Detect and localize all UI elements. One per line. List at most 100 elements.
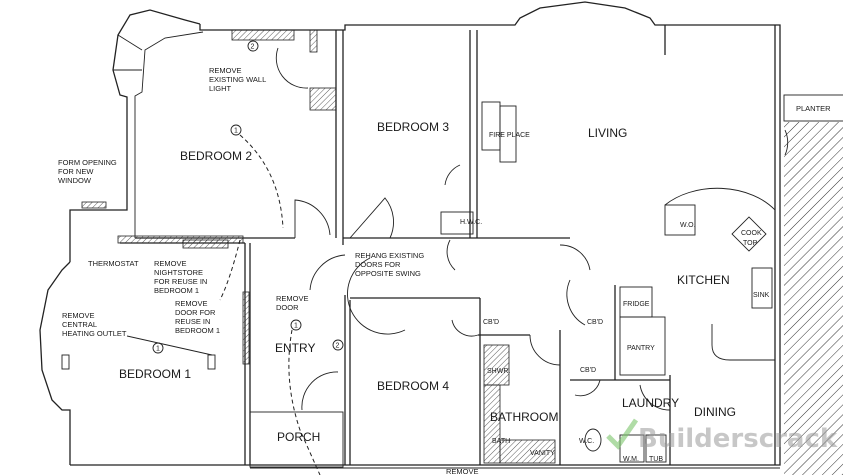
note-remove-door: REMOVE DOOR	[276, 294, 309, 312]
room-label-dining: DINING	[694, 405, 736, 419]
room-label-laundry: LAUNDRY	[622, 396, 679, 410]
label-tub: TUB	[649, 456, 663, 463]
toilet	[584, 428, 602, 452]
room-label-bathroom: BATHROOM	[490, 410, 558, 424]
deck-hatched-area	[784, 122, 843, 475]
vanity	[499, 439, 556, 464]
dashed-line	[219, 239, 241, 301]
svg-text:1: 1	[294, 323, 298, 330]
svg-text:BEDROOM 1: BEDROOM 1	[154, 286, 199, 295]
hatched-wall	[231, 29, 295, 41]
label-fireplace: FIRE PLACE	[489, 132, 530, 139]
note-remove-bottom: REMOVE	[446, 467, 479, 475]
laundry-tub	[645, 434, 667, 463]
note-wall-light: REMOVE EXISTING WALL LIGHT	[209, 66, 266, 93]
svg-text:NIGHTSTORE: NIGHTSTORE	[154, 268, 203, 277]
fireplace	[481, 101, 501, 151]
label-pantry: PANTRY	[627, 345, 655, 352]
label-cbd: CB'D	[483, 319, 499, 326]
svg-text:FOR REUSE IN: FOR REUSE IN	[154, 277, 207, 286]
svg-text:CENTRAL: CENTRAL	[62, 320, 97, 329]
svg-text:1: 1	[156, 346, 160, 353]
exterior-walls	[39, 1, 781, 469]
room-label-living: LIVING	[588, 126, 627, 140]
note-remove-door-reuse: REMOVE DOOR FOR REUSE IN BEDROOM 1	[175, 299, 220, 335]
label-wm: W.M.	[623, 456, 639, 463]
marker-circles: 2 1 1 1 2	[152, 40, 344, 354]
builderscrack-watermark: Builderscrack	[606, 418, 838, 454]
svg-text:LIGHT: LIGHT	[209, 84, 232, 93]
hatched-wall	[309, 29, 318, 53]
svg-text:OPPOSITE SWING: OPPOSITE SWING	[355, 269, 421, 278]
label-cooktop: TOP	[743, 240, 758, 247]
svg-text:2: 2	[251, 44, 255, 51]
hatched-wall	[242, 291, 250, 365]
heating-outlet	[207, 354, 216, 370]
room-label-bedroom-1: BEDROOM 1	[119, 367, 191, 381]
pantry	[619, 316, 666, 376]
svg-text:HEATING OUTLET: HEATING OUTLET	[62, 329, 127, 338]
label-vanity: VANITY	[530, 450, 555, 457]
leader-line	[126, 335, 213, 356]
room-label-bedroom-3: BEDROOM 3	[377, 120, 449, 134]
label-cbd: CB'D	[587, 319, 603, 326]
fireplace-hearth	[499, 105, 517, 163]
porch-steps	[249, 411, 344, 468]
label-wc: W.C.	[579, 438, 594, 445]
label-bath: BATH	[492, 438, 510, 445]
svg-text:REHANG EXISTING: REHANG EXISTING	[355, 251, 424, 260]
note-rehang-doors: REHANG EXISTING DOORS FOR OPPOSITE SWING	[355, 251, 424, 278]
svg-text:REUSE IN: REUSE IN	[175, 317, 210, 326]
hwc-cupboard	[440, 211, 474, 235]
svg-text:FOR NEW: FOR NEW	[58, 167, 94, 176]
dashed-line	[239, 134, 284, 229]
label-fridge: FRIDGE	[623, 301, 650, 308]
planter-box	[783, 94, 843, 122]
svg-text:DOOR: DOOR	[276, 303, 299, 312]
svg-text:REMOVE: REMOVE	[62, 311, 95, 320]
label-cbd: CB'D	[580, 367, 596, 374]
heating-outlet	[61, 354, 70, 370]
hatched-wall	[182, 239, 229, 249]
dashed-line	[288, 329, 321, 475]
svg-text:1: 1	[234, 128, 238, 135]
wall-oven	[664, 204, 696, 236]
bath	[483, 384, 501, 464]
svg-text:REMOVE: REMOVE	[276, 294, 309, 303]
hatched-wall	[81, 201, 107, 209]
svg-text:DOOR FOR: DOOR FOR	[175, 308, 216, 317]
label-shower: SHWR.	[487, 368, 510, 375]
label-hwc: H.W.C.	[460, 219, 482, 226]
svg-text:DOORS FOR: DOORS FOR	[355, 260, 401, 269]
room-label-bedroom-4: BEDROOM 4	[377, 379, 449, 393]
note-heating-outlet: REMOVE CENTRAL HEATING OUTLET	[62, 311, 127, 338]
svg-text:REMOVE: REMOVE	[154, 259, 187, 268]
room-label-kitchen: KITCHEN	[677, 273, 730, 287]
hatched-wall	[117, 235, 244, 244]
svg-text:BEDROOM 1: BEDROOM 1	[175, 326, 220, 335]
room-label-porch: PORCH	[277, 430, 320, 444]
shower	[483, 344, 510, 386]
note-thermostat: THERMOSTAT	[88, 259, 139, 268]
label-wo: W.O.	[680, 222, 696, 229]
room-label-bedroom-2: BEDROOM 2	[180, 149, 252, 163]
kitchen-bench	[711, 324, 775, 361]
note-form-opening: FORM OPENING FOR NEW WINDOW	[58, 158, 117, 185]
label-cooktop: COOK	[741, 230, 762, 237]
room-label-planter: PLANTER	[796, 104, 831, 113]
cooktop	[731, 216, 767, 252]
hatched-wall	[309, 87, 337, 111]
svg-text:REMOVE: REMOVE	[175, 299, 208, 308]
svg-text:Builderscrack: Builderscrack	[638, 424, 838, 454]
washing-machine	[619, 434, 645, 463]
note-nightstore: REMOVE NIGHTSTORE FOR REUSE IN BEDROOM 1	[154, 259, 207, 295]
room-label-entry: ENTRY	[275, 341, 315, 355]
svg-text:EXISTING WALL: EXISTING WALL	[209, 75, 266, 84]
door-swings	[275, 47, 789, 411]
svg-text:REMOVE: REMOVE	[209, 66, 242, 75]
label-sink: SINK	[753, 292, 770, 299]
svg-text:FORM OPENING: FORM OPENING	[58, 158, 117, 167]
sink	[751, 267, 773, 309]
svg-text:WINDOW: WINDOW	[58, 176, 92, 185]
